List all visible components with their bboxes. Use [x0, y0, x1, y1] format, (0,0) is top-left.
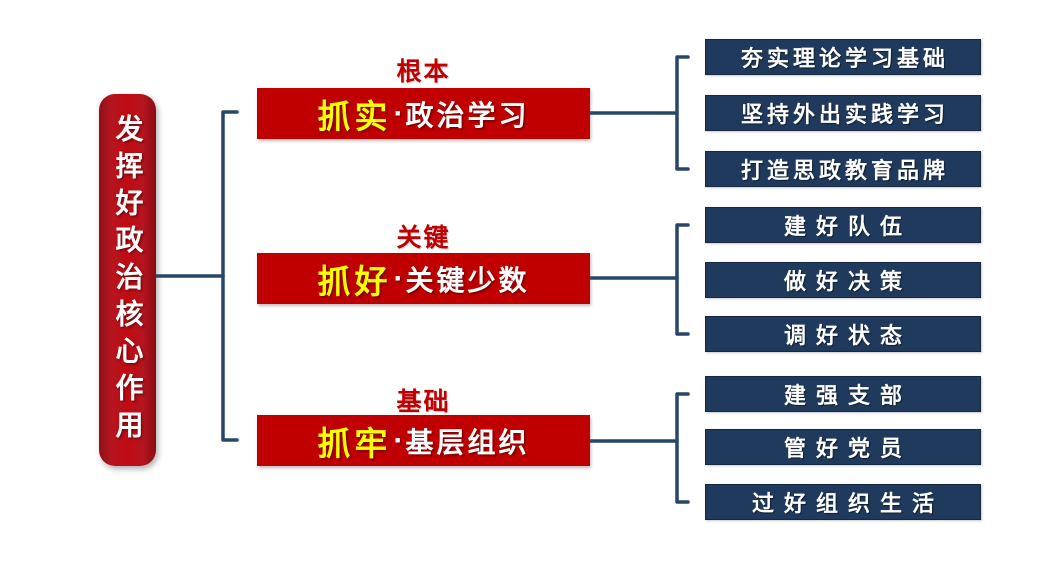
branch-2-tag: 关键 [396, 224, 451, 252]
branch-3-box: 抓牢·基层组织 [257, 415, 590, 466]
branch-1-text: 政治学习 [405, 99, 530, 131]
branch-3-item-2: 管好党员 [705, 429, 981, 465]
branch-2-item-3: 调好状态 [705, 316, 981, 352]
branch-1-bracket [675, 55, 690, 171]
branch-1-item-2: 坚持外出实践学习 [705, 95, 981, 131]
root-node: 发挥好政治核心作用 [99, 94, 156, 466]
root-title: 发挥好政治核心作用 [112, 113, 144, 447]
branch-3-text: 基层组织 [405, 426, 530, 458]
branch-2-separator: · [393, 261, 404, 295]
branch-2-item-2: 做好决策 [705, 262, 981, 298]
branch-1-box: 抓实·政治学习 [257, 88, 590, 139]
branch-2-box: 抓好·关键少数 [257, 253, 590, 304]
branch-1-highlight: 抓实 [317, 97, 392, 135]
branch-3-separator: · [393, 423, 404, 457]
branch-2-highlight: 抓好 [317, 262, 392, 300]
branch-3-highlight: 抓牢 [317, 424, 392, 462]
branch-2-bracket [675, 223, 690, 336]
branch-1-item-3: 打造思政教育品牌 [705, 151, 981, 187]
branch-1-tag: 根本 [396, 58, 451, 86]
left-bracket [221, 110, 239, 442]
branch-2-text: 关键少数 [405, 264, 530, 296]
branch-3-item-1: 建强支部 [705, 376, 981, 412]
branch-2-item-1: 建好队伍 [705, 207, 981, 243]
branch-1-item-1: 夯实理论学习基础 [705, 39, 981, 75]
branch-3-tag: 基础 [396, 388, 451, 416]
branch-1-separator: · [393, 96, 404, 130]
branch-3-item-3: 过好组织生活 [705, 484, 981, 520]
branch-3-bracket [675, 392, 690, 504]
